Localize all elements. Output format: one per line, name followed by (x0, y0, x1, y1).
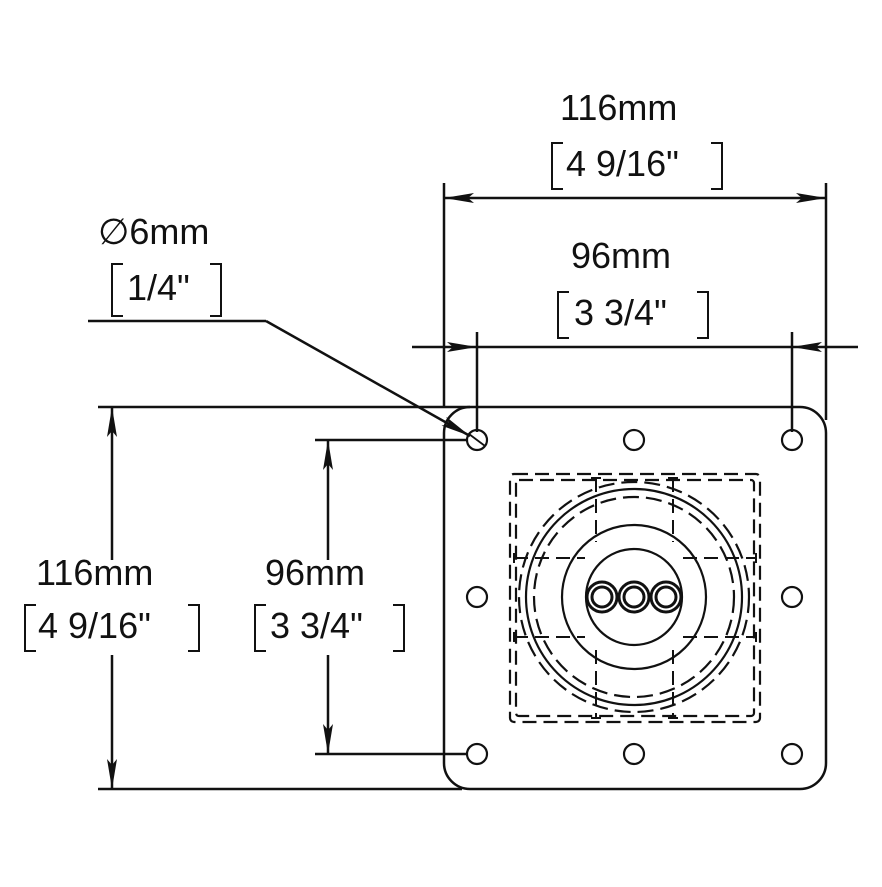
top-spacing-mm-label: 96mm (571, 235, 672, 276)
plate-outline (442, 405, 828, 791)
left-spacing-inch-label: 3 3/4" (270, 605, 363, 646)
bracket-right (697, 291, 709, 339)
dim-top-hole-spacing (412, 332, 858, 432)
connector-rings (585, 580, 683, 614)
dim-left-hole-spacing (315, 438, 467, 756)
left-overall-mm-label: 116mm (36, 552, 154, 593)
left-spacing-mm-label: 96mm (265, 552, 366, 593)
bracket-left (111, 263, 123, 317)
bracket-left (254, 604, 266, 652)
bracket-right (210, 263, 222, 317)
dim-top-overall (442, 183, 828, 420)
bracket-right (711, 142, 723, 190)
hole-diameter-inch-label: 1/4" (127, 267, 190, 308)
base-grid-dashed (514, 478, 756, 718)
left-overall-inch-label: 4 9/16" (38, 605, 151, 646)
top-overall-inch-label: 4 9/16" (566, 143, 679, 184)
mounting-holes (465, 428, 804, 766)
bracket-left (551, 142, 563, 190)
bracket-left (24, 604, 36, 652)
dim-left-overall (98, 405, 470, 791)
top-overall-mm-label: 116mm (560, 87, 678, 128)
hole-diameter-label: ∅6mm (98, 211, 210, 252)
bracket-left (557, 291, 569, 339)
base-outline-dashed (508, 472, 762, 724)
diameter-symbol-icon: ∅ (98, 211, 130, 252)
bracket-right (188, 604, 200, 652)
bracket-right (393, 604, 405, 652)
hole-leader (88, 319, 471, 438)
base-circles (517, 480, 751, 714)
top-spacing-inch-label: 3 3/4" (574, 292, 667, 333)
